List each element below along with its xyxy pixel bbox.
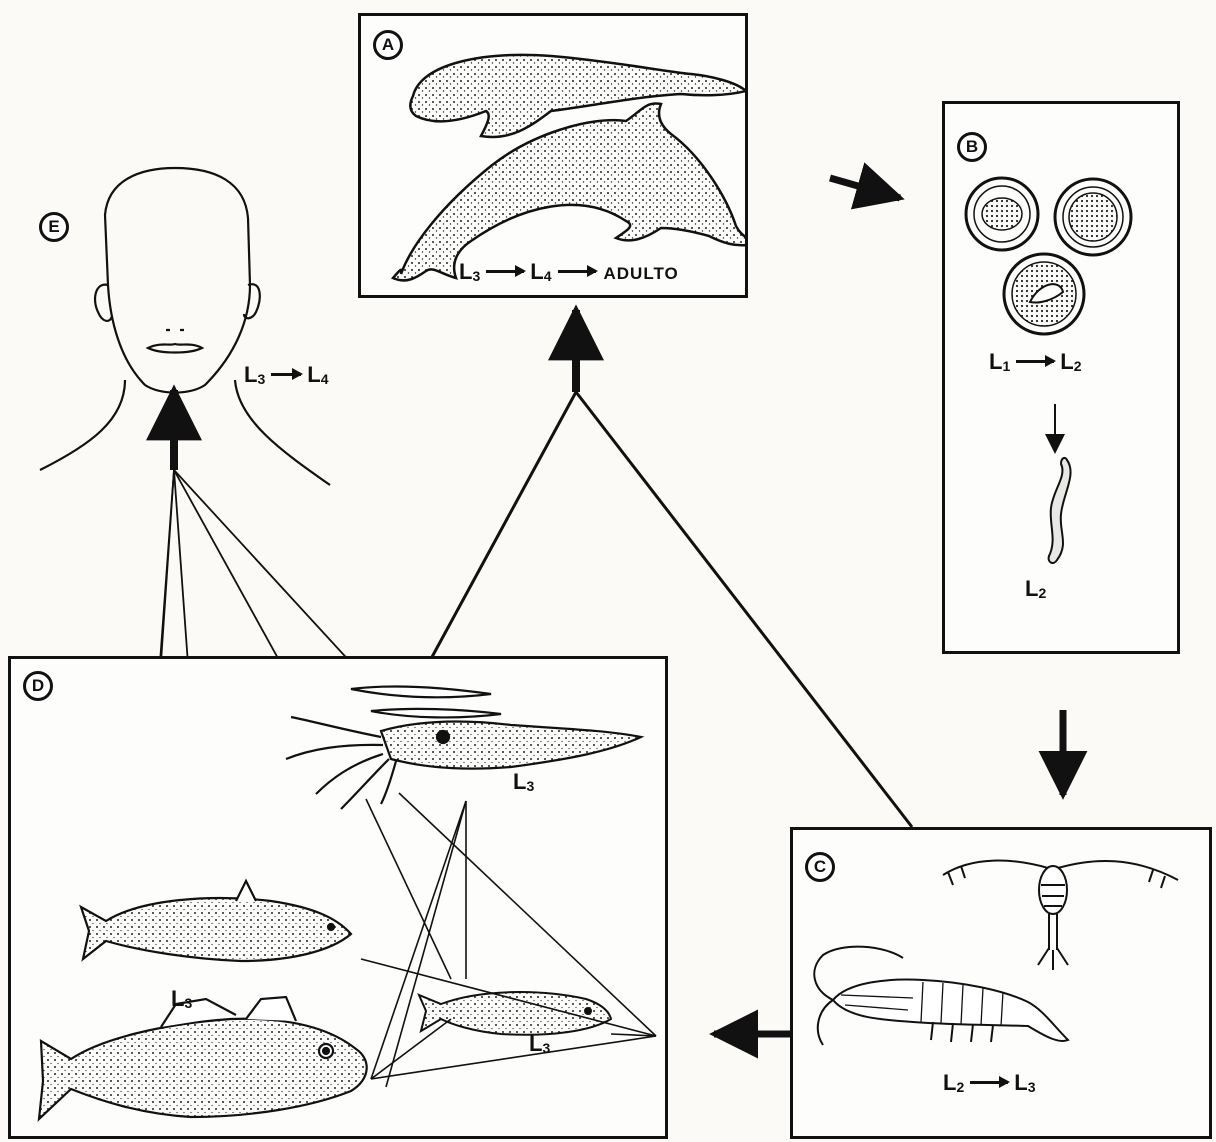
stage-subscript: 2 bbox=[956, 1079, 964, 1095]
stage-label: L bbox=[307, 362, 320, 388]
stage-label: L bbox=[171, 986, 184, 1012]
line-d-to-a bbox=[432, 392, 576, 657]
stage-arrow bbox=[486, 270, 524, 273]
stage-subscript: 3 bbox=[526, 778, 534, 794]
trout-icon bbox=[81, 881, 351, 961]
stage-label: L bbox=[459, 259, 472, 285]
egg-icon bbox=[1055, 179, 1131, 255]
stage-subscript: 4 bbox=[321, 371, 329, 387]
stage-subscript: 3 bbox=[257, 371, 265, 387]
stage-label: L bbox=[1014, 1070, 1027, 1096]
panel-d: D bbox=[8, 656, 668, 1139]
transfer-lines bbox=[361, 793, 656, 1087]
stage-arrow bbox=[271, 373, 301, 376]
stage-label: L bbox=[1025, 576, 1038, 602]
squid-icon bbox=[286, 687, 641, 809]
cod-icon bbox=[39, 997, 367, 1119]
stage-subscript: 2 bbox=[1074, 358, 1082, 374]
arrow-a-to-b bbox=[830, 178, 900, 198]
stage-subscript: 2 bbox=[1038, 585, 1046, 601]
stage-label: L bbox=[943, 1070, 956, 1096]
larva-l2-icon bbox=[1049, 458, 1071, 563]
stage-arrow bbox=[970, 1081, 1008, 1084]
dolphin-icon bbox=[393, 103, 745, 280]
stage-adult-label: ADULTO bbox=[604, 264, 679, 284]
stage-label: L bbox=[1060, 349, 1073, 375]
human-head-icon bbox=[40, 168, 330, 485]
embryonated-egg-icon bbox=[1004, 254, 1084, 334]
stage-subscript: 3 bbox=[184, 995, 192, 1011]
marine-mammals-illustration bbox=[361, 16, 745, 295]
stage-subscript: 3 bbox=[472, 268, 480, 284]
stage-arrow bbox=[558, 270, 596, 273]
stage-subscript: 3 bbox=[542, 1040, 550, 1056]
stage-subscript: 4 bbox=[544, 268, 552, 284]
copepod-icon bbox=[943, 861, 1178, 970]
eggs-illustration bbox=[945, 104, 1177, 651]
stage-subscript: 1 bbox=[1002, 358, 1010, 374]
paratenic-hosts-illustration bbox=[11, 659, 665, 1136]
small-fish-icon bbox=[419, 992, 611, 1035]
egg-icon bbox=[966, 178, 1038, 250]
stage-label: L bbox=[244, 362, 257, 388]
stage-label: L bbox=[989, 349, 1002, 375]
stage-arrow bbox=[1016, 360, 1054, 363]
stage-label: L bbox=[530, 259, 543, 285]
human-head-illustration bbox=[0, 0, 400, 520]
stage-label: L bbox=[513, 769, 526, 795]
stage-subscript: 3 bbox=[1028, 1079, 1036, 1095]
stage-label: L bbox=[529, 1031, 542, 1057]
krill-icon bbox=[814, 947, 1068, 1045]
